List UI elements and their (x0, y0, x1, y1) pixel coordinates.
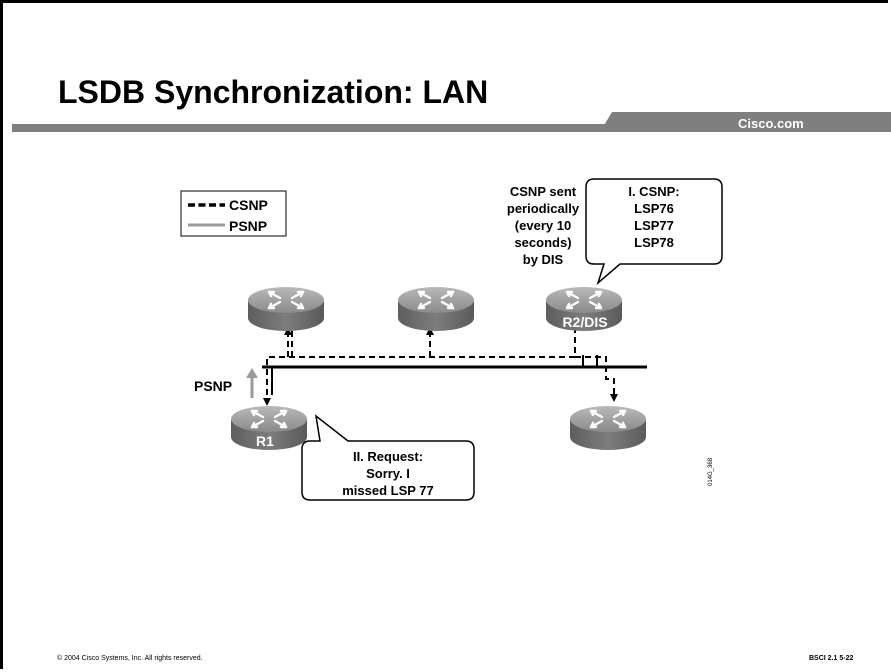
legend-psnp-label: PSNP (229, 218, 267, 234)
csnp-callout-line-3: LSP77 (634, 218, 674, 233)
request-callout-line-2: Sorry. I (366, 466, 410, 481)
router-r1: R1 (229, 404, 309, 452)
annotation-line-5: by DIS (523, 252, 564, 267)
psnp-path (271, 355, 598, 395)
annotation-line-4: seconds) (514, 235, 571, 250)
router-dis-label: R2/DIS (562, 314, 607, 330)
csnp-callout-line-4: LSP78 (634, 235, 674, 250)
request-callout-line-3: missed LSP 77 (342, 483, 434, 498)
header-band (12, 112, 891, 132)
psnp-arrow-label: PSNP (194, 378, 232, 394)
csnp-callout-line-2: LSP76 (634, 201, 674, 216)
legend-csnp-label: CSNP (229, 197, 268, 213)
request-callout: II. Request: Sorry. I missed LSP 77 (301, 414, 475, 501)
annotation-line-2: periodically (507, 201, 580, 216)
psnp-up-arrow (246, 368, 258, 398)
router-top-middle (396, 285, 476, 333)
router-bottom-right (568, 404, 648, 452)
slide-title: LSDB Synchronization: LAN (58, 74, 489, 110)
annotation-line-3: (every 10 (515, 218, 571, 233)
brand-label: Cisco.com (738, 116, 804, 131)
csnp-callout: I. CSNP: LSP76 LSP77 LSP78 (585, 178, 723, 286)
csnp-callout-line-1: I. CSNP: (628, 184, 679, 199)
router-dis: R2/DIS (544, 285, 624, 333)
course-ref: BSCI 2.1 5-22 (809, 655, 854, 662)
annotation-line-1: CSNP sent (510, 184, 577, 199)
csnp-annotation: CSNP sent periodically (every 10 seconds… (507, 184, 580, 267)
copyright: © 2004 Cisco Systems, Inc. All rights re… (57, 655, 203, 662)
figure-id: 014G_368 (708, 457, 714, 486)
legend: CSNP PSNP (180, 190, 287, 237)
router-r1-label: R1 (256, 433, 274, 449)
router-top-left (246, 285, 326, 333)
request-callout-line-1: II. Request: (353, 449, 423, 464)
